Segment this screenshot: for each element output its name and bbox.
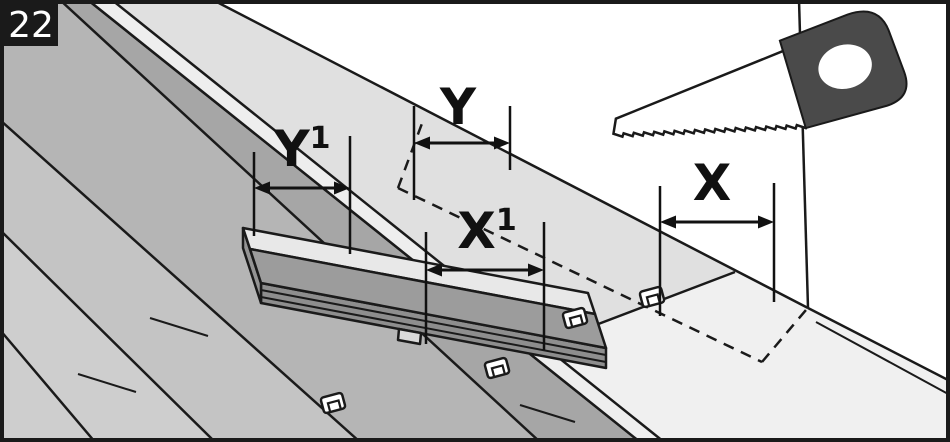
panel-end-joint [149, 317, 209, 337]
dimension-y1: Y1 [252, 120, 352, 254]
arrowhead-left-icon [414, 136, 430, 150]
panel-row-lighter [0, 228, 217, 442]
dimension-label-x: X [693, 154, 732, 212]
panel-joint-line [0, 329, 96, 442]
hand-saw-icon [612, 10, 908, 139]
dimension-label-x1: X1 [457, 202, 516, 260]
dashed-long-line [397, 186, 763, 364]
plank-locking-notch [396, 327, 423, 346]
step-badge-background [4, 4, 58, 46]
plank-profile-line [260, 289, 607, 356]
panel-end-joint [77, 373, 137, 393]
arrowhead-right-icon [334, 181, 350, 195]
arrowhead-left-icon [254, 181, 270, 195]
dimension-label-y1: Y1 [272, 120, 330, 178]
loose-plank [241, 226, 608, 370]
step-number: 22 [8, 5, 54, 46]
baseboard-line [815, 321, 950, 396]
plank-top-face [248, 247, 608, 350]
arrowhead-left-icon [660, 215, 676, 229]
dimension-y: Y [412, 78, 512, 200]
saw-blade [612, 47, 809, 139]
placement-dashed-outline [396, 117, 807, 364]
dimension-label-y: Y [439, 78, 477, 136]
dashed-end-line [396, 117, 426, 189]
dimension-x: X [658, 154, 776, 316]
step-badge: 22 [4, 4, 58, 46]
panel-end-joint [519, 404, 576, 423]
arrowhead-right-icon [494, 136, 510, 150]
arrowhead-right-icon [758, 215, 774, 229]
saw-handle-grip-hole [818, 44, 872, 90]
arrowhead-right-icon [528, 263, 544, 277]
plank-profile-line [260, 296, 607, 363]
dimension-x1: X1 [424, 202, 546, 350]
arrowhead-left-icon [426, 263, 442, 277]
right-wall-base-line [807, 306, 950, 383]
